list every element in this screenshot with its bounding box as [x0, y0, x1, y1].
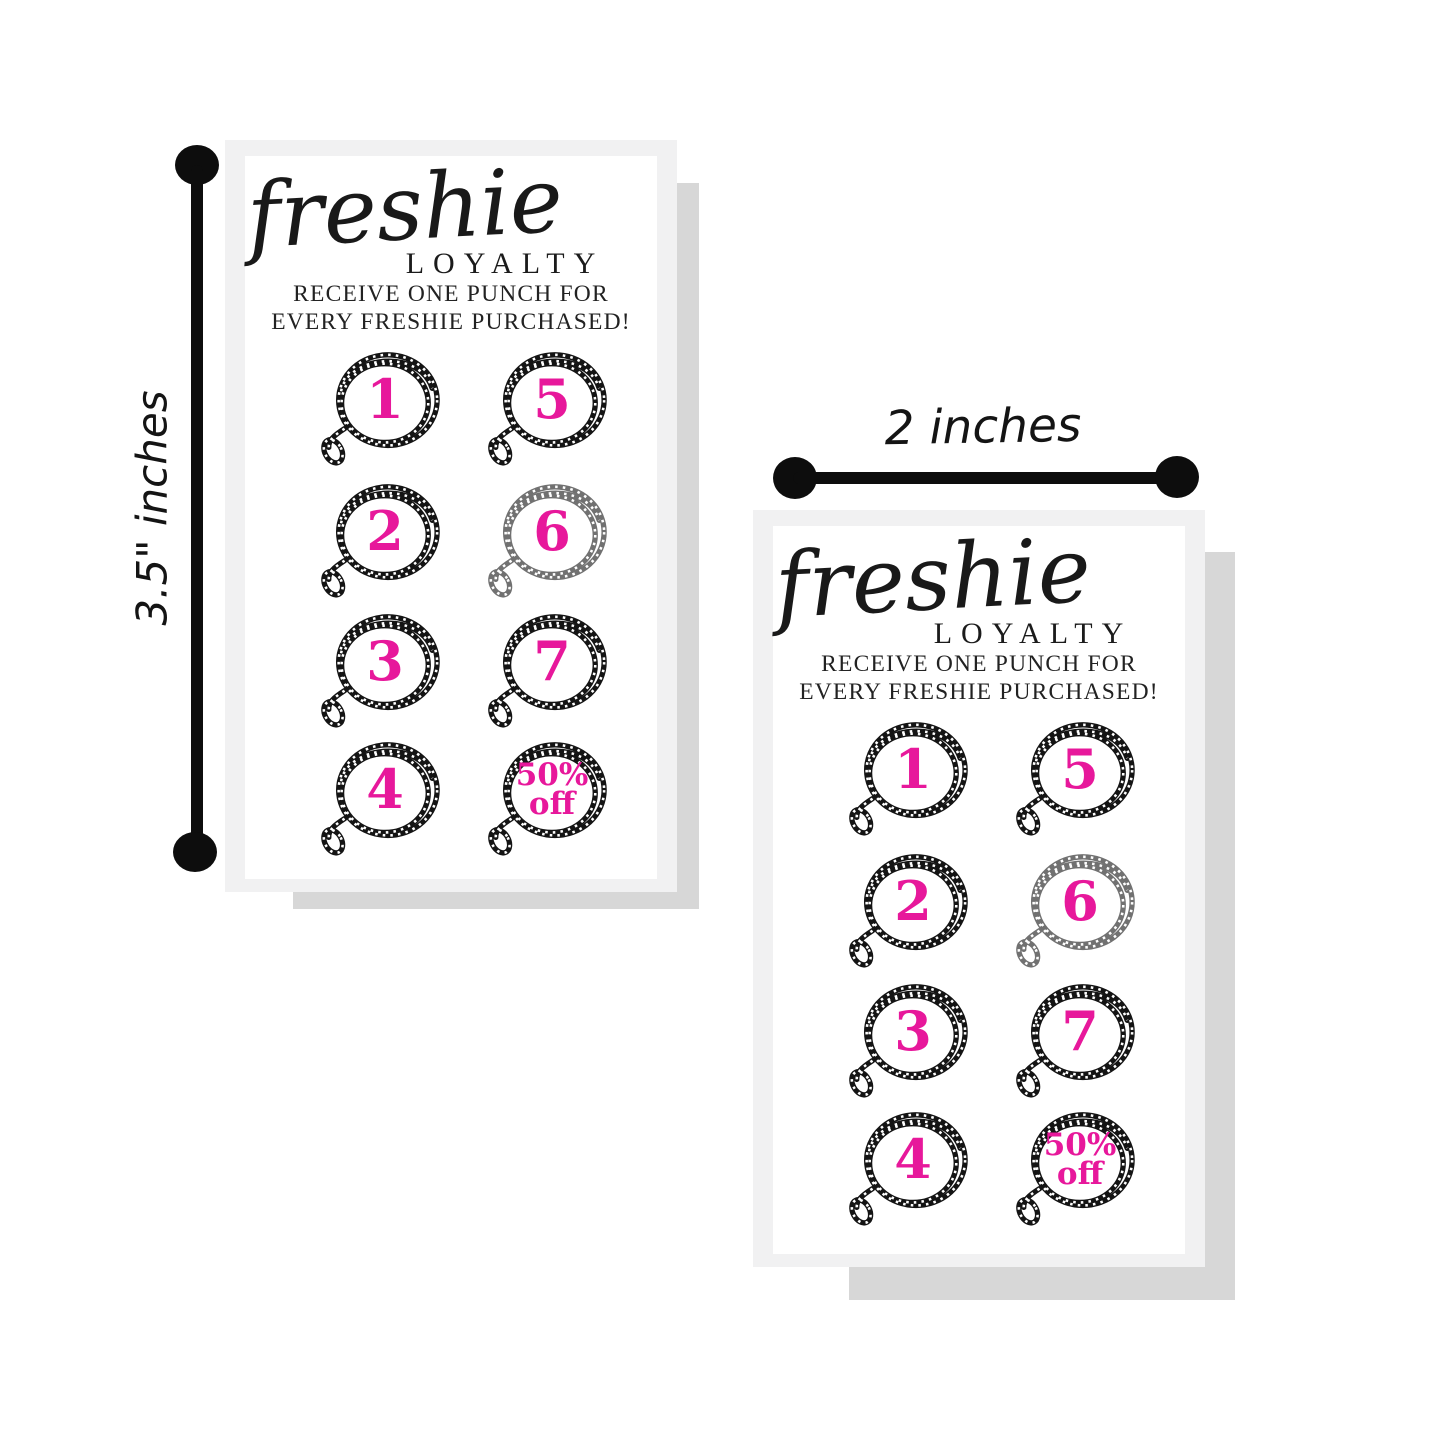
tagline-line1: RECEIVE ONE PUNCH FOR	[293, 281, 609, 307]
punch-slot-1: 1	[315, 342, 445, 472]
punch-slot-4: 4	[315, 732, 445, 862]
card-face: freshie LOYALTY RECEIVE ONE PUNCH FOR EV…	[773, 518, 1185, 1254]
tagline: RECEIVE ONE PUNCH FOR EVERY FRESHIE PURC…	[245, 281, 657, 336]
punch-slot-3: 3	[843, 974, 973, 1104]
width-dimension-line	[793, 472, 1171, 484]
punch-number: 4	[894, 1127, 932, 1192]
card-background: freshie LOYALTY RECEIVE ONE PUNCH FOR EV…	[225, 140, 677, 892]
punch-number: 5	[533, 367, 571, 432]
punch-slot-4: 4	[843, 1102, 973, 1232]
punch-slot-reward: 50% off	[482, 732, 612, 862]
punch-number: 2	[366, 499, 404, 564]
loyalty-card: freshie LOYALTY RECEIVE ONE PUNCH FOR EV…	[753, 510, 1235, 1300]
punch-slot-7: 7	[482, 604, 612, 734]
height-dimension-label: 3.5" inches	[127, 390, 177, 626]
tagline-line1: RECEIVE ONE PUNCH FOR	[821, 651, 1137, 677]
tagline: RECEIVE ONE PUNCH FOR EVERY FRESHIE PURC…	[773, 651, 1185, 706]
width-dimension-label: 2 inches	[884, 397, 1082, 457]
tagline-line2: EVERY FRESHIE PURCHASED!	[271, 308, 631, 335]
punch-slot-5: 5	[482, 342, 612, 472]
reward-label: 50% off	[1043, 1127, 1117, 1192]
punch-slot-2: 2	[315, 474, 445, 604]
card-face: freshie LOYALTY RECEIVE ONE PUNCH FOR EV…	[245, 148, 657, 879]
reward-label: 50% off	[515, 757, 589, 822]
punch-number: 4	[366, 757, 404, 822]
brand-word: LOYALTY	[933, 617, 1133, 650]
punch-number: 2	[894, 869, 932, 934]
punch-number: 6	[533, 499, 571, 564]
height-dimension-line	[191, 165, 203, 852]
punch-number: 7	[533, 629, 571, 694]
punch-slot-2: 2	[843, 844, 973, 974]
loyalty-card: freshie LOYALTY RECEIVE ONE PUNCH FOR EV…	[225, 140, 699, 909]
brand-word: LOYALTY	[405, 247, 605, 280]
punch-slot-6: 6	[482, 474, 612, 604]
dimension-endpoint-dot	[173, 832, 217, 872]
punch-number: 3	[894, 999, 932, 1064]
punch-number: 1	[894, 737, 932, 802]
punch-number: 7	[1061, 999, 1099, 1064]
tagline-line2: EVERY FRESHIE PURCHASED!	[799, 678, 1159, 705]
punch-slot-1: 1	[843, 712, 973, 842]
punch-number: 1	[366, 367, 404, 432]
punch-slot-reward: 50% off	[1010, 1102, 1140, 1232]
dimension-endpoint-dot	[1155, 456, 1199, 498]
punch-number: 5	[1061, 737, 1099, 802]
punch-slot-6: 6	[1010, 844, 1140, 974]
punch-slot-5: 5	[1010, 712, 1140, 842]
card-background: freshie LOYALTY RECEIVE ONE PUNCH FOR EV…	[753, 510, 1205, 1267]
punch-slot-7: 7	[1010, 974, 1140, 1104]
punch-number: 6	[1061, 869, 1099, 934]
punch-number: 3	[366, 629, 404, 694]
punch-slot-3: 3	[315, 604, 445, 734]
